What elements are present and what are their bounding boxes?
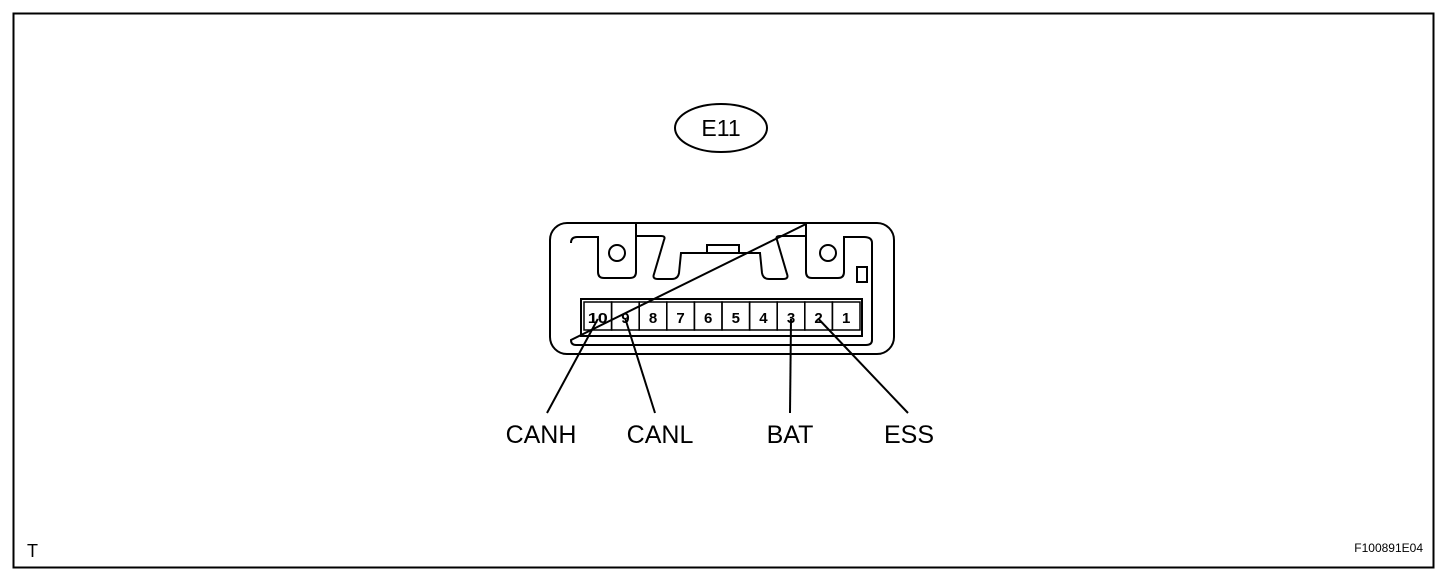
figure-code: F100891E04 — [1354, 541, 1423, 555]
latch-lock-tab — [706, 244, 740, 254]
pin-number-1: 1 — [842, 310, 850, 327]
pin-number-2: 2 — [814, 310, 822, 327]
connector-id-badge: E11 — [674, 103, 768, 153]
leader-line-canl — [624, 318, 656, 414]
pin-number-9: 9 — [621, 310, 629, 327]
connector-id-ellipse — [674, 103, 768, 153]
pin-number-8: 8 — [649, 310, 657, 327]
leader-line-ess — [817, 318, 909, 414]
terminal-pins: 10 9 8 7 6 5 4 3 2 1 — [583, 301, 861, 331]
terminal-strip-frame — [580, 298, 863, 337]
pin-number-10: 10 — [588, 310, 608, 327]
housing-inner-wall — [569, 222, 873, 346]
leader-lines — [546, 318, 909, 414]
polarity-key — [856, 266, 868, 283]
signal-label-bat: BAT — [767, 421, 814, 449]
corner-mark: T — [27, 541, 38, 561]
signal-label-canh: CANH — [506, 421, 577, 449]
signal-label-ess: ESS — [884, 421, 934, 449]
connector-id-label: E11 — [701, 115, 740, 141]
pin-number-4: 4 — [759, 310, 768, 327]
pin-cell-1 — [831, 301, 861, 331]
pin-number-7: 7 — [676, 310, 684, 327]
leader-line-canh — [546, 318, 599, 414]
pin-number-6: 6 — [704, 310, 712, 327]
housing-latch — [636, 235, 806, 280]
housing-outer — [549, 222, 895, 355]
figure-frame — [12, 12, 1435, 569]
leader-line-bat — [789, 318, 792, 414]
pin-number-5: 5 — [732, 310, 740, 327]
connector-housing — [549, 222, 895, 355]
pin-number-3: 3 — [787, 310, 795, 327]
signal-label-canl: CANL — [627, 421, 694, 449]
mount-hole-right — [819, 244, 837, 262]
mount-hole-left — [608, 244, 626, 262]
